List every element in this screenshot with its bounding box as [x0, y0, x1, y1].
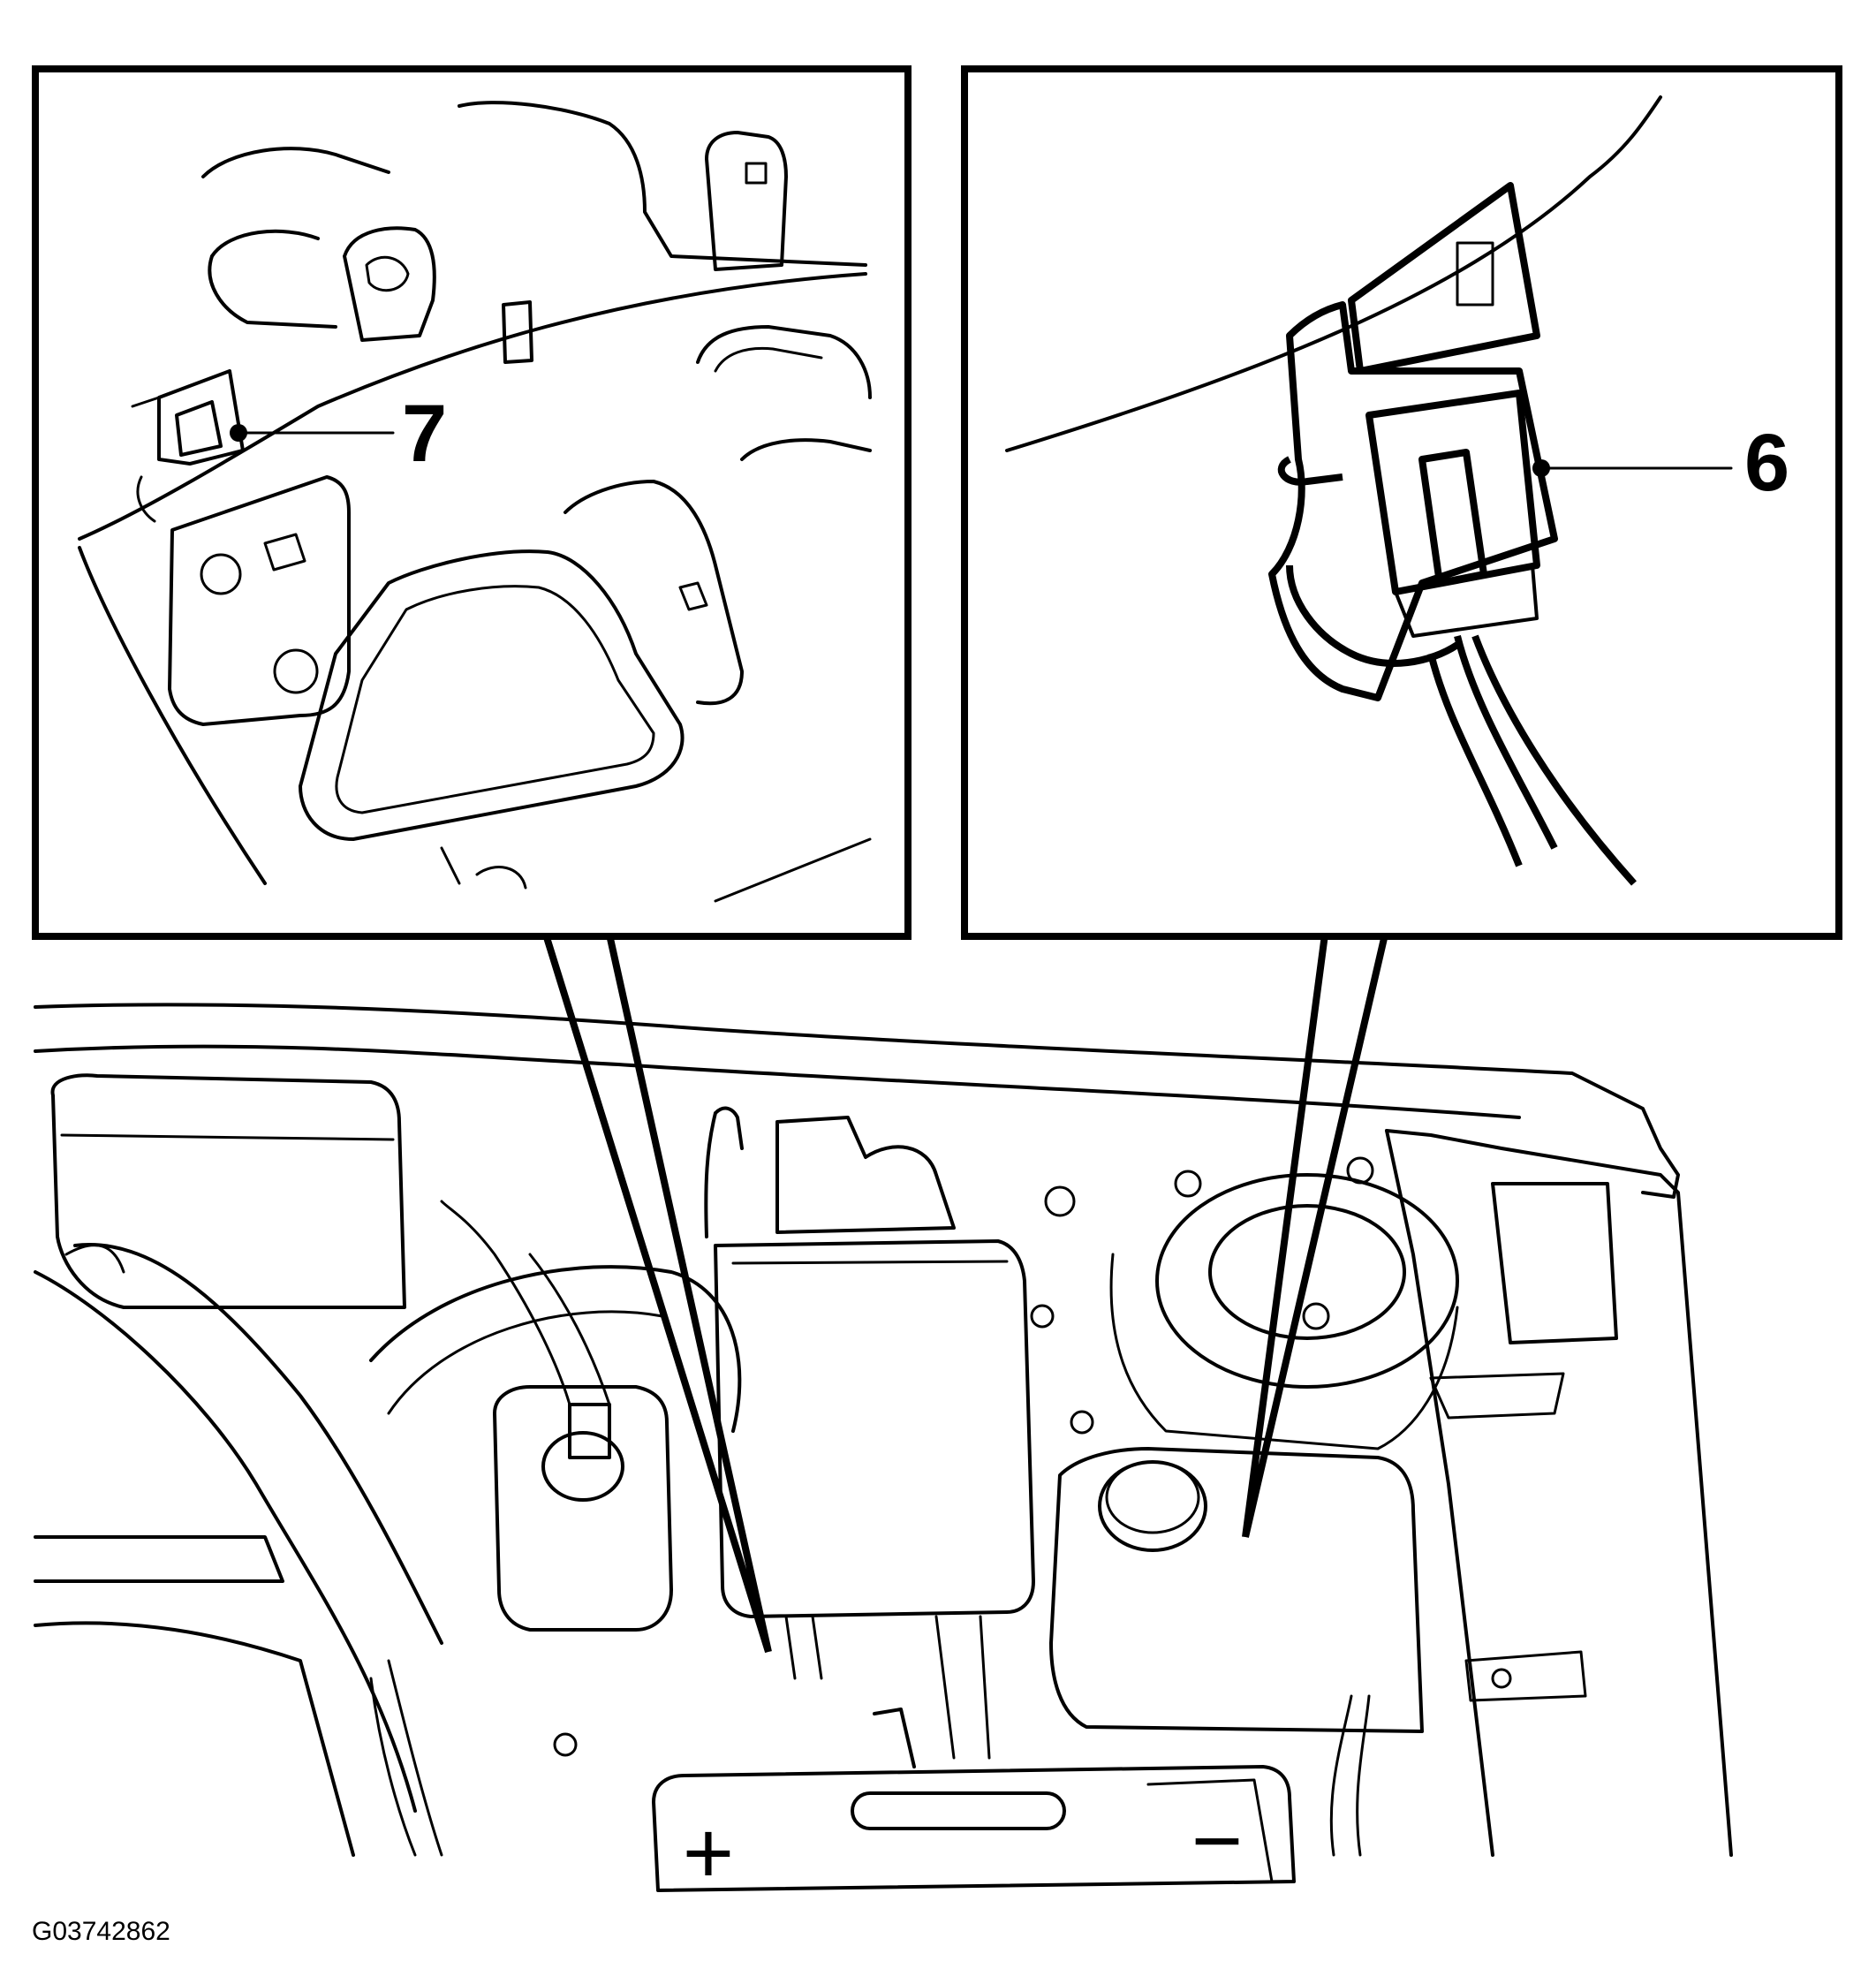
battery-positive-symbol: + [683, 1804, 734, 1903]
inset-lower-line [714, 837, 872, 903]
hood-edge [34, 1003, 1680, 1199]
body-bolt-2 [1030, 1304, 1055, 1329]
clip-seven-inner [175, 400, 223, 457]
strut-bolt-3 [1302, 1302, 1330, 1330]
pointer-right-inset [1242, 934, 1388, 1538]
inset-stud [502, 300, 533, 364]
inset-fender-curve [1005, 95, 1662, 452]
control-module-inner [731, 1260, 1009, 1265]
inset-mount-tab [343, 226, 436, 342]
inset-pocket-center-inner [335, 585, 655, 814]
sensor-wire-3 [1454, 635, 1558, 850]
body-bolt-1 [1044, 1185, 1076, 1217]
body-bolt-4 [553, 1732, 578, 1757]
control-module [714, 1239, 1035, 1618]
air-box-lower [34, 1621, 355, 1857]
fender-tab-hole [1491, 1668, 1512, 1689]
brake-booster [369, 1265, 742, 1433]
expansion-tank [1049, 1447, 1424, 1733]
cowl-line [34, 1044, 1521, 1119]
battery-terminal-cover [1146, 1778, 1274, 1883]
inset-pocket-far-right [740, 438, 872, 461]
vent-tube [704, 1106, 744, 1238]
inset-panel-edge [78, 272, 867, 541]
reservoir-connector [568, 1403, 611, 1459]
hose-clamp [64, 1244, 125, 1274]
right-inset-frame [961, 65, 1842, 940]
figure-id: G03742862 [32, 1917, 170, 1946]
strut-bolt-2 [1346, 1156, 1374, 1185]
inset-pocket-top-right-inner [714, 346, 823, 373]
inset-slot-1 [263, 533, 306, 572]
inner-fender [1385, 1129, 1733, 1857]
inset-slot-2 [678, 581, 708, 611]
reservoir-wire [440, 1200, 571, 1406]
inset-hose-lower [208, 254, 337, 329]
engine-wiring-1 [369, 1677, 417, 1857]
pointer-left-inset [542, 933, 772, 1654]
strut-tower [1155, 1173, 1459, 1389]
coolant-hose-inner [73, 1243, 443, 1645]
callout-six: 6 [1744, 418, 1789, 508]
connector-latch [1365, 390, 1540, 595]
inset-bolt-1 [200, 553, 242, 595]
engine-bay-view: + − [34, 1003, 1733, 1903]
pointer-lines [542, 933, 1388, 1654]
connector-latch-slot [1418, 449, 1487, 587]
inset-pocket-right [564, 480, 744, 706]
callout-seven: 7 [402, 389, 447, 479]
sensor-body [1268, 301, 1558, 701]
reservoir-cap [541, 1431, 624, 1502]
sensor-wire-1 [1427, 653, 1523, 867]
reservoir-wire-2 [528, 1253, 611, 1406]
inset-mount-hole [365, 255, 410, 292]
body-bolt-3 [1070, 1410, 1094, 1435]
inset-panel-seam [440, 846, 527, 890]
strut-body [1109, 1253, 1459, 1450]
relay-box-lid-line [60, 1133, 395, 1141]
battery-handle [851, 1791, 1066, 1830]
brake-booster-ring [387, 1310, 664, 1415]
coolant-hose-outer [34, 1270, 417, 1813]
expansion-tank-cap-ring [1105, 1460, 1200, 1534]
strut-mount [1208, 1204, 1406, 1340]
inset-pocket-left [168, 475, 351, 726]
inset-bracket-right [705, 131, 788, 271]
connector-label-window [1456, 241, 1494, 307]
inset-hose-upper [201, 147, 390, 258]
inset-body-contour [458, 101, 867, 267]
inset-bolt-2 [273, 648, 319, 694]
tank-hose [1329, 1694, 1371, 1857]
left-inset-frame [32, 65, 912, 940]
inset-bracket-slot [745, 162, 768, 185]
clip-seven [157, 369, 245, 466]
inset-pocket-center [299, 549, 685, 841]
fender-label-plate [1491, 1182, 1618, 1344]
callout-seven-dot [230, 424, 247, 442]
left-inset: 7 [32, 65, 912, 940]
inset-panel-lower-edge [78, 546, 267, 885]
fender-bracket [1429, 1372, 1565, 1420]
strut-bolt-1 [1174, 1170, 1202, 1198]
brake-reservoir [493, 1385, 673, 1632]
connector-latch-tab [1394, 564, 1539, 638]
battery-clamp [873, 1708, 916, 1768]
right-inset: 6 [961, 65, 1842, 940]
relay-box [50, 1073, 406, 1309]
air-box [34, 1535, 284, 1583]
fender-tab [1464, 1650, 1587, 1702]
battery-cable-1 [784, 1615, 991, 1760]
clip-seven-bracket [131, 396, 161, 523]
engine-wiring-2 [387, 1659, 443, 1857]
sensor-wire-2 [1471, 634, 1637, 886]
inset-pocket-top-right [696, 325, 872, 399]
battery [652, 1765, 1296, 1892]
callout-six-dot [1532, 459, 1550, 477]
sensor-collar [1277, 456, 1343, 486]
battery-negative-symbol: − [1191, 1791, 1243, 1890]
inner-fender-2 [1385, 1129, 1494, 1857]
control-module-bracket [775, 1116, 956, 1234]
